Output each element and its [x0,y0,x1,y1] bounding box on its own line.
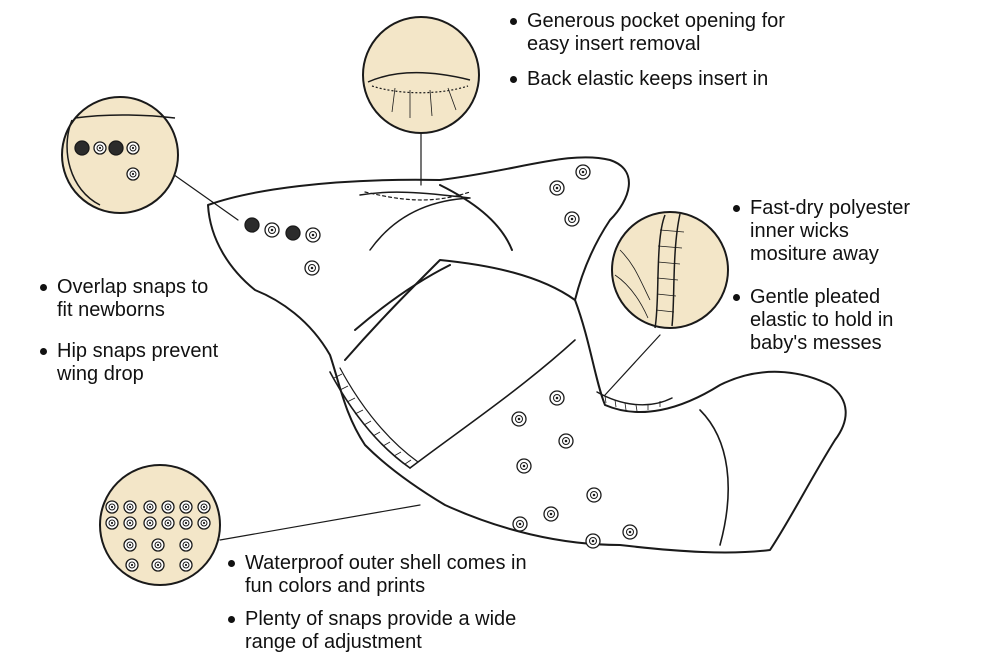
snap-stud-icon [244,217,260,233]
bullet-text: elastic to hold in [750,309,894,331]
snap-socket-icon [305,227,321,243]
snap-socket-icon [549,180,565,196]
bullet-plenty-snaps: Plenty of snaps provide a wide range of … [228,608,516,654]
elastic-hatching [333,373,661,465]
snap-socket-icon [123,538,137,552]
snap-socket-icon [511,411,527,427]
detail-circle-inner [611,211,729,329]
snap-socket-icon [575,164,591,180]
snap-socket-icon [179,558,193,572]
bullet-text: mositure away [750,243,879,265]
snap-socket-icon [304,260,320,276]
bullet-dot [40,348,47,355]
bullet-dot [40,284,47,291]
snap-socket-icon [151,558,165,572]
bullet-text: Overlap snaps to [57,276,209,298]
snap-socket-icon [143,500,157,514]
bullet-dot [510,76,517,83]
bullet-dot [733,294,740,301]
pocket-stitch [364,191,471,201]
snap-stud-icon [108,140,124,156]
bullet-pocket-opening: Generous pocket opening for easy insert … [510,10,785,56]
grid-snaps [105,500,211,572]
bullet-dot [228,616,235,623]
bullet-waterproof-shell: Waterproof outer shell comes in fun colo… [228,552,527,598]
bullet-overlap-snaps: Overlap snaps to fit newborns [40,276,208,322]
leg-elastic-left-inner [339,367,419,463]
snap-socket-icon [126,167,140,181]
snap-socket-icon [105,516,119,530]
snap-socket-icon [125,558,139,572]
snap-stud-icon [74,140,90,156]
bullet-text: baby's messes [750,332,882,354]
bullet-back-elastic: Back elastic keeps insert in [510,68,768,91]
snap-socket-icon [622,524,638,540]
snap-socket-icon [264,222,280,238]
bullet-dot [510,18,517,25]
leg-elastic-right [596,391,673,406]
snap-socket-icon [549,390,565,406]
front-panel [409,339,576,469]
snap-socket-icon [585,533,601,549]
snap-socket-icon [564,211,580,227]
bullet-fast-dry: Fast-dry polyester inner wicks mositure … [733,197,910,266]
snap-socket-icon [123,500,137,514]
snap-socket-icon [179,516,193,530]
snap-socket-icon [105,500,119,514]
snap-socket-icon [543,506,559,522]
leader-line-shell [219,504,421,541]
bullet-text: inner wicks [750,220,849,242]
bullet-text: fun colors and prints [245,575,426,597]
snap-socket-icon [126,141,140,155]
bullet-text: Generous pocket opening for [527,10,785,32]
snap-socket-icon [586,487,602,503]
bullet-dot [733,205,740,212]
snap-socket-icon [516,458,532,474]
bullet-dot [228,560,235,567]
snap-socket-icon [197,516,211,530]
snap-stud-icon [285,225,301,241]
bullet-text: Waterproof outer shell comes in [245,552,527,574]
leader-line-snaps [169,171,239,221]
pocket-curve [439,184,513,251]
wing-tab [699,409,729,546]
pocket-edge [359,191,471,251]
snap-socket-icon [161,516,175,530]
snap-socket-icon [161,500,175,514]
bullet-text: fit newborns [57,299,165,321]
snap-socket-icon [179,500,193,514]
detail-snaps [74,140,140,181]
bullet-text: Plenty of snaps provide a wide [245,608,517,630]
snap-socket-icon [151,538,165,552]
bullet-text: Back elastic keeps insert in [527,68,769,90]
leg-elastic-left [329,371,411,469]
bullet-text: easy insert removal [527,33,701,55]
inner-fold-line [344,259,576,361]
bullet-text: Hip snaps prevent [57,340,219,362]
detail-circle-pocket [362,16,480,134]
bullet-text: Fast-dry polyester [750,197,911,219]
snap-socket-icon [512,516,528,532]
snap-socket-icon [93,141,107,155]
diaper-outline [207,156,847,554]
bullet-text: range of adjustment [245,631,422,653]
snap-socket-icon [123,516,137,530]
detail-circle-snaps [61,96,179,214]
snap-socket-icon [558,433,574,449]
diaper-snaps [244,164,638,549]
detail-circle-snap-grid [99,464,221,586]
snap-socket-icon [179,538,193,552]
leader-line-inner [604,334,661,396]
bullet-hip-snaps: Hip snaps prevent wing drop [40,340,218,386]
bullet-pleated-elastic: Gentle pleated elastic to hold in baby's… [733,286,893,355]
bullet-text: wing drop [57,363,144,385]
snap-socket-icon [197,500,211,514]
inner-fold-line-2 [354,264,451,331]
bullet-text: Gentle pleated [750,286,881,308]
snap-socket-icon [143,516,157,530]
